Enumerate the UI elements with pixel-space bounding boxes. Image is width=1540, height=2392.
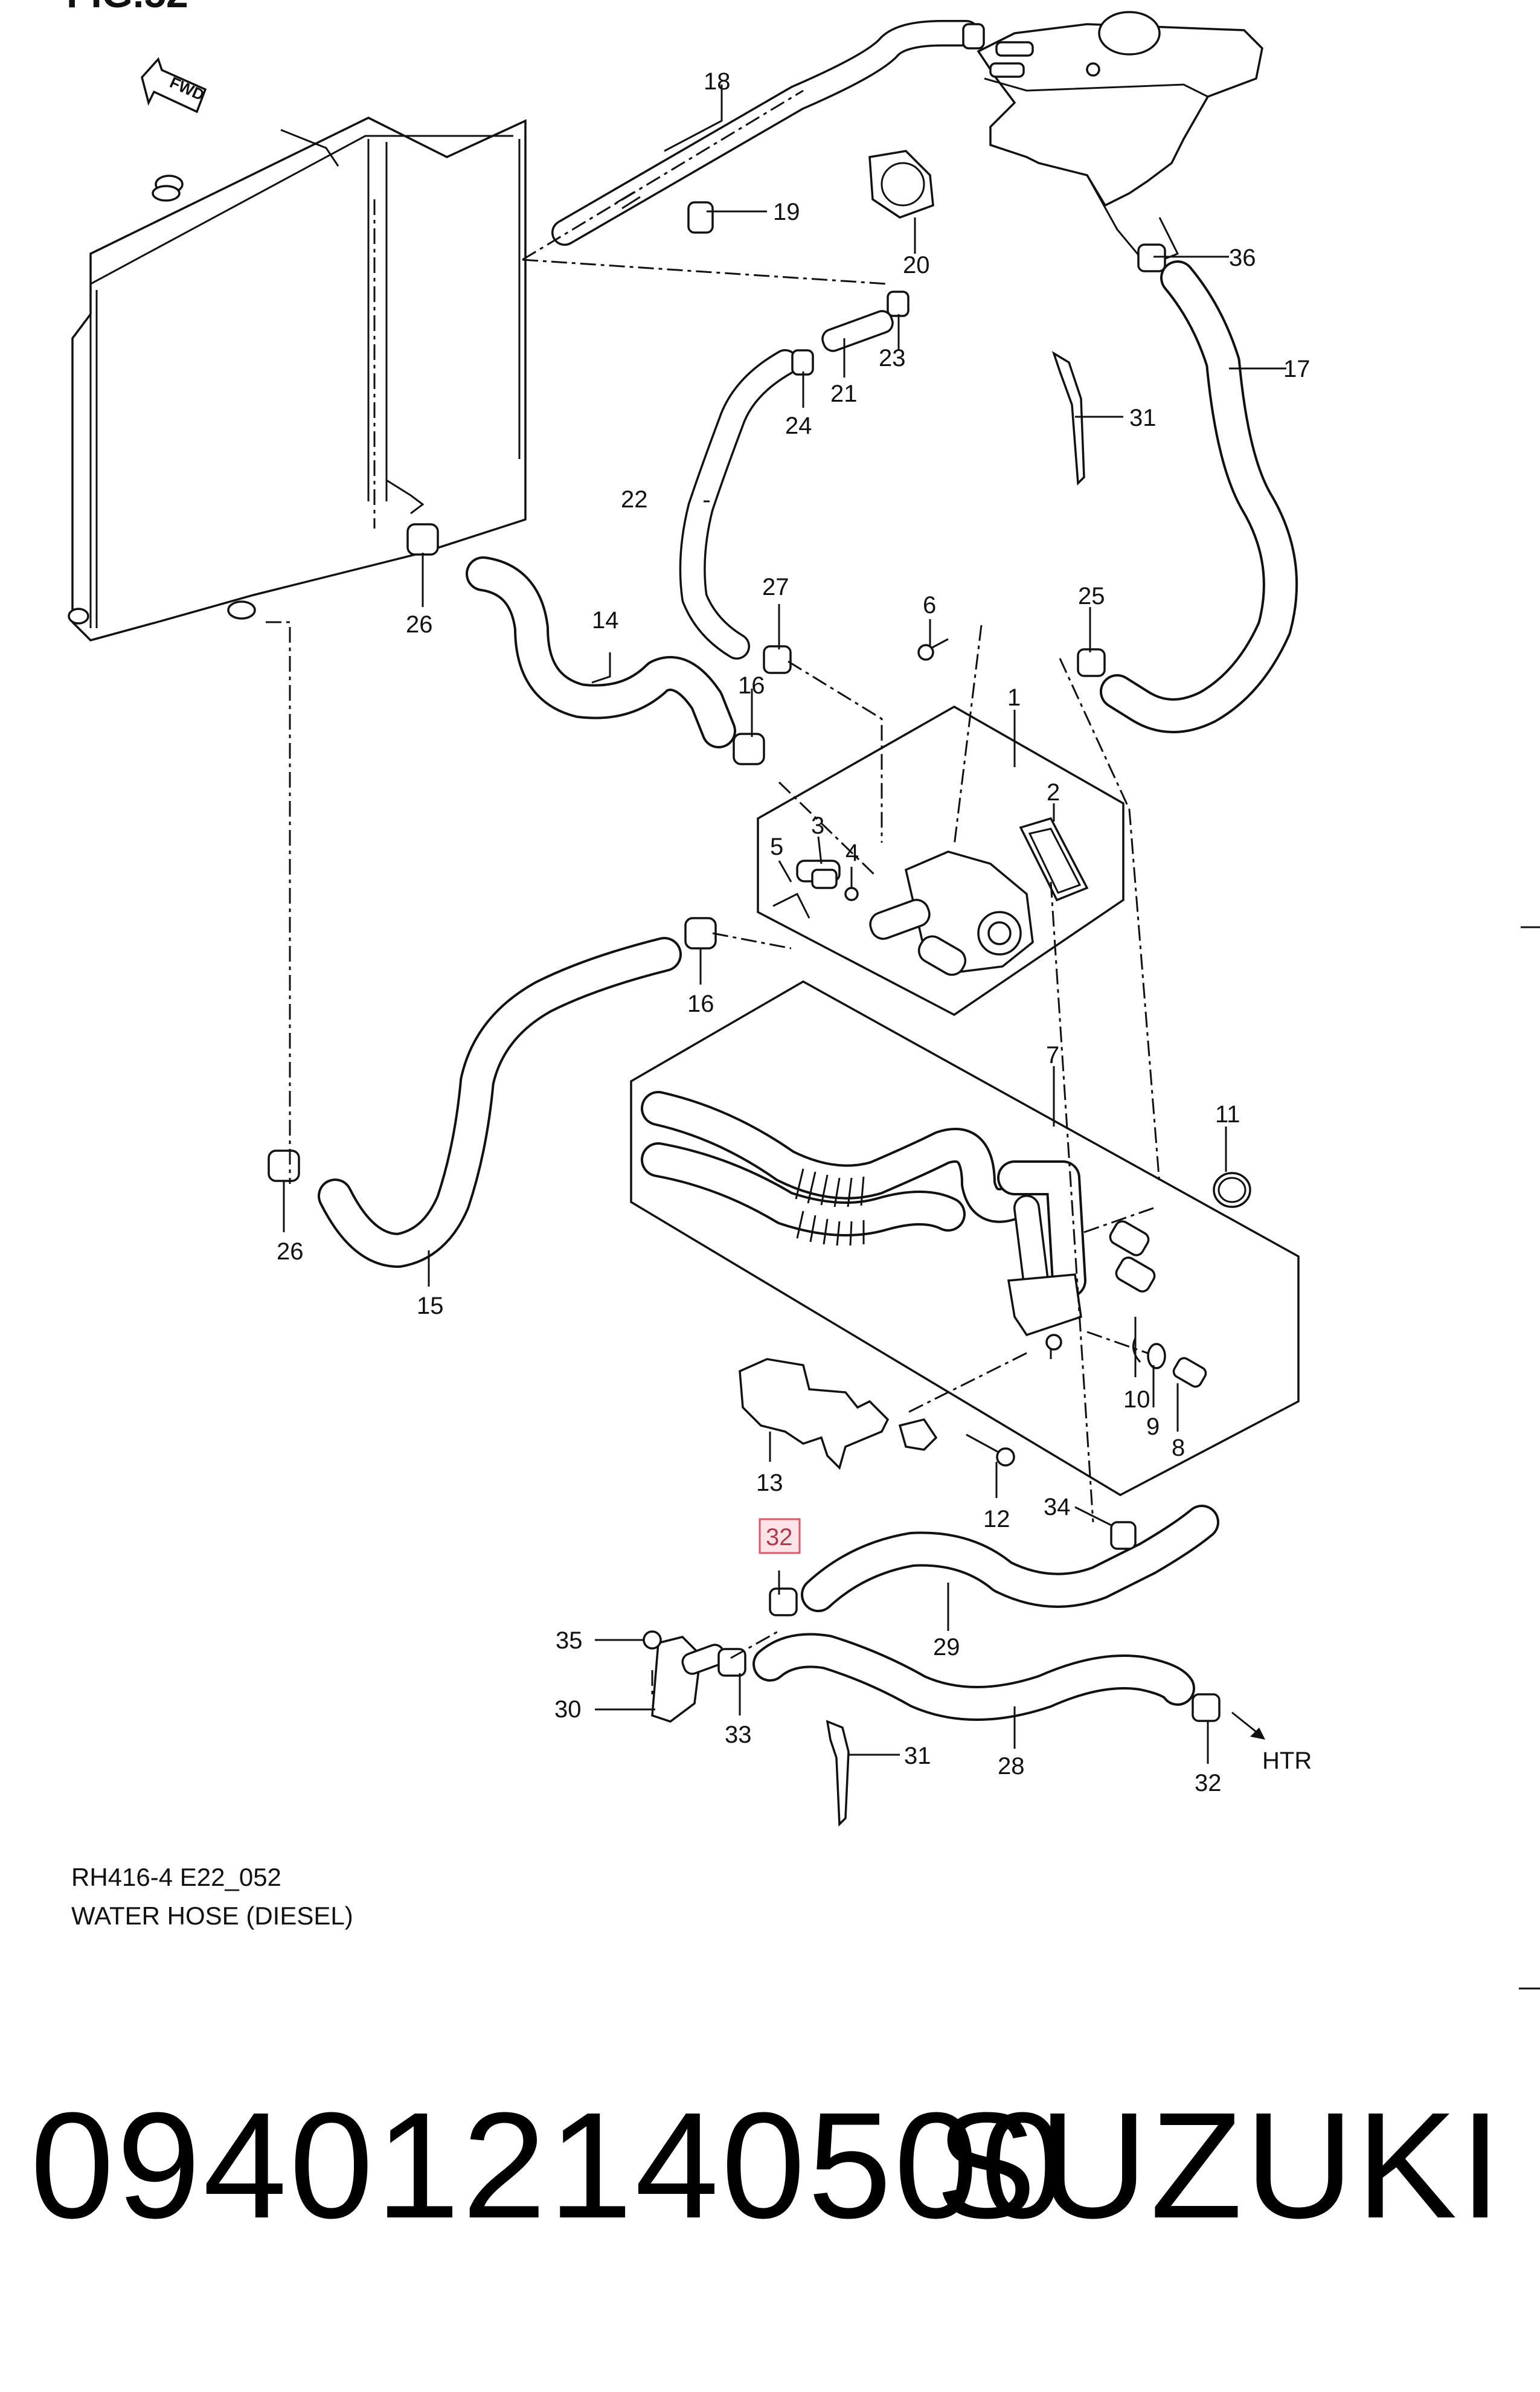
radiator-outline [68, 117, 527, 641]
clamp-top-icon [962, 23, 985, 50]
hose-29 [801, 1505, 1219, 1612]
pipe-21 [821, 310, 894, 352]
callout-32-highlighted[interactable]: 32 [759, 1518, 801, 1554]
callout-18: 18 [704, 68, 731, 95]
clamp-34-icon [1110, 1521, 1137, 1550]
thermostat-assembly-box [757, 705, 1125, 1017]
clamp-36-icon [1137, 243, 1166, 272]
callout-22: 22 [621, 486, 648, 513]
callout-4: 4 [845, 840, 859, 866]
callout-31b: 31 [904, 1743, 931, 1769]
caption-title: WATER HOSE (DIESEL) [71, 1902, 353, 1930]
figure-label: FIG.52 [66, 0, 188, 16]
callout-23: 23 [879, 345, 906, 371]
callout-33: 33 [725, 1722, 752, 1748]
callout-31a: 31 [1129, 405, 1157, 431]
callout-36: 36 [1229, 245, 1256, 271]
htr-label: HTR [1262, 1747, 1312, 1774]
clamp-23-icon [887, 291, 910, 317]
bracket-13 [739, 1358, 938, 1470]
htr-arrow-icon [1250, 1728, 1265, 1740]
small-parts-right [1132, 1172, 1251, 1388]
callout-3: 3 [811, 812, 824, 839]
clamp-16b-icon [684, 917, 717, 950]
callout-26b: 26 [277, 1238, 304, 1265]
callout-14: 14 [592, 607, 619, 634]
clamp-27-icon [763, 645, 792, 674]
callout-numbers: 18 19 20 36 17 31 23 21 24 22 27 6 25 26… [277, 68, 1312, 1796]
caption-code: RH416-4 E22_052 [71, 1863, 281, 1891]
callout-28: 28 [998, 1753, 1025, 1780]
callout-9: 9 [1146, 1413, 1160, 1440]
clamp-26b-icon [268, 1149, 300, 1182]
svg-text:32: 32 [766, 1524, 793, 1551]
bracket-20 [868, 150, 934, 219]
part-number: 094012140500 [30, 2081, 1067, 2249]
fwd-arrow-icon: FWD [141, 57, 207, 114]
callout-10: 10 [1123, 1386, 1150, 1413]
callout-6: 6 [923, 592, 936, 619]
bolt-6 [917, 638, 949, 661]
product-label-area [0, 1993, 1540, 2392]
callout-21: 21 [830, 381, 858, 407]
callout-25: 25 [1078, 583, 1105, 609]
callout-30: 30 [554, 1696, 582, 1723]
callout-16a: 16 [738, 672, 765, 699]
callout-7: 7 [1046, 1042, 1059, 1069]
tie-strap-31 [826, 351, 1085, 1827]
hose-22 [679, 349, 798, 660]
callout-24: 24 [785, 413, 812, 439]
callout-35: 35 [556, 1627, 583, 1654]
diagram-caption: RH416-4 E22_052 WATER HOSE (DIESEL) [71, 1863, 353, 1930]
brand-name: SUZUKI [935, 2081, 1504, 2249]
callout-11: 11 [1215, 1101, 1240, 1128]
hose-14 [466, 556, 736, 748]
callout-32b: 32 [1195, 1770, 1222, 1796]
callout-34: 34 [1044, 1494, 1071, 1520]
callout-5: 5 [770, 834, 783, 860]
hose-18 [551, 20, 980, 246]
callout-2: 2 [1047, 779, 1060, 806]
hose-ribbing [795, 1168, 865, 1246]
callout-1: 1 [1007, 684, 1021, 711]
clamp-19-icon [687, 201, 714, 234]
water-pipe-assembly-box [630, 980, 1300, 1497]
clamp-33-icon [717, 1648, 746, 1677]
bolt-12 [966, 1433, 1015, 1467]
hose-15 [318, 937, 682, 1268]
hose-17 [1100, 260, 1298, 733]
hose-clamps [268, 23, 1221, 1722]
callout-16b: 16 [687, 991, 714, 1017]
callout-13: 13 [756, 1470, 783, 1496]
callout-8: 8 [1172, 1435, 1185, 1461]
callout-15: 15 [417, 1293, 444, 1319]
clamp-32b-icon [1192, 1693, 1221, 1722]
clamp-24-icon [791, 349, 814, 376]
callout-19: 19 [773, 199, 800, 225]
callout-12: 12 [983, 1506, 1010, 1532]
exploded-parts-diagram: FIG.52 FWD [66, 0, 1540, 1990]
callout-29: 29 [933, 1634, 960, 1661]
clamp-26a-icon [406, 523, 439, 556]
bracket-30 [643, 1630, 726, 1723]
guide-lines [266, 89, 1161, 1694]
clamp-25-icon [1077, 648, 1106, 677]
callout-20: 20 [903, 252, 930, 278]
callout-27: 27 [762, 574, 789, 600]
callout-26a: 26 [406, 611, 433, 638]
leader-lines [283, 85, 1286, 1764]
callout-17: 17 [1283, 356, 1311, 382]
clamp-32a-icon [769, 1587, 798, 1616]
hose-28 [752, 1633, 1195, 1721]
clamp-16a-icon [733, 733, 765, 765]
reservoir-tank [977, 11, 1263, 267]
